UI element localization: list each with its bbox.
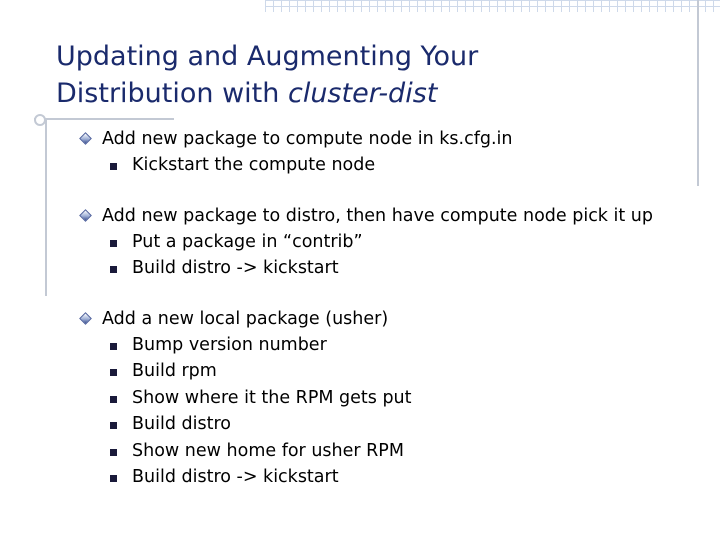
bullet-level2-text: Show new home for usher RPM [132,440,404,461]
square-bullet-icon [110,369,117,376]
square-bullet-icon [110,163,117,170]
bullet-level2-text: Build distro -> kickstart [132,467,339,487]
bullet-level2: Bump version number [78,332,698,359]
square-bullet-icon [110,395,117,403]
bullet-level1-text: Add new package to distro, then have com… [102,205,653,226]
square-bullet-icon [110,342,117,350]
bullet-group: Add new package to compute node in ks.cf… [78,126,698,179]
square-bullet-icon [110,266,117,273]
decorative-line-horizontal [34,118,174,120]
bullet-level2-text: Kickstart the compute node [132,155,376,175]
bullet-level1-text: Add new package to compute node in ks.cf… [102,129,513,149]
bullet-level2: Build distro [78,411,698,438]
decorative-line-left [45,120,47,296]
bullet-level2: Build rpm [78,358,698,385]
bullet-level1-text: Add a new local package (usher) [102,308,389,329]
bullet-group: Add new package to distro, then have com… [78,203,698,282]
square-bullet-icon [110,422,117,429]
square-bullet-icon [110,239,117,247]
bullet-level2-text: Build distro -> kickstart [132,258,339,278]
bullet-level2: Show where it the RPM gets put [78,385,698,412]
bullet-level2-text: Build distro [132,414,231,434]
diamond-bullet-icon [79,132,92,145]
bullet-level1: Add a new local package (usher) [78,306,698,332]
bullet-group: Add a new local package (usher) Bump ver… [78,306,698,491]
slide-title: Updating and Augmenting Your Distributio… [56,38,676,112]
bullet-level1: Add new package to compute node in ks.cf… [78,126,698,152]
decorative-line-right [697,0,699,186]
bullet-level2: Put a package in “contrib” [78,229,698,256]
square-bullet-icon [110,448,117,456]
bullet-level2: Build distro -> kickstart [78,255,698,282]
bullet-level2-text: Show where it the RPM gets put [132,387,412,408]
bullet-content: Add new package to compute node in ks.cf… [78,126,698,515]
grid-decoration [265,0,720,12]
diamond-bullet-icon [79,311,92,325]
square-bullet-icon [110,475,117,482]
bullet-level2-text: Bump version number [132,334,327,355]
title-line-1: Updating and Augmenting Your [56,41,479,72]
bullet-level2: Show new home for usher RPM [78,438,698,465]
diamond-bullet-icon [79,208,92,222]
bullet-level2-text: Put a package in “contrib” [132,231,363,252]
title-line-2-emphasis: cluster-dist [287,78,438,109]
decorative-ring-icon [34,114,46,126]
bullet-level2-text: Build rpm [132,361,217,381]
bullet-level2: Build distro -> kickstart [78,464,698,491]
bullet-level1: Add new package to distro, then have com… [78,203,698,229]
title-line-2-prefix: Distribution with [56,78,288,109]
bullet-level2: Kickstart the compute node [78,152,698,179]
